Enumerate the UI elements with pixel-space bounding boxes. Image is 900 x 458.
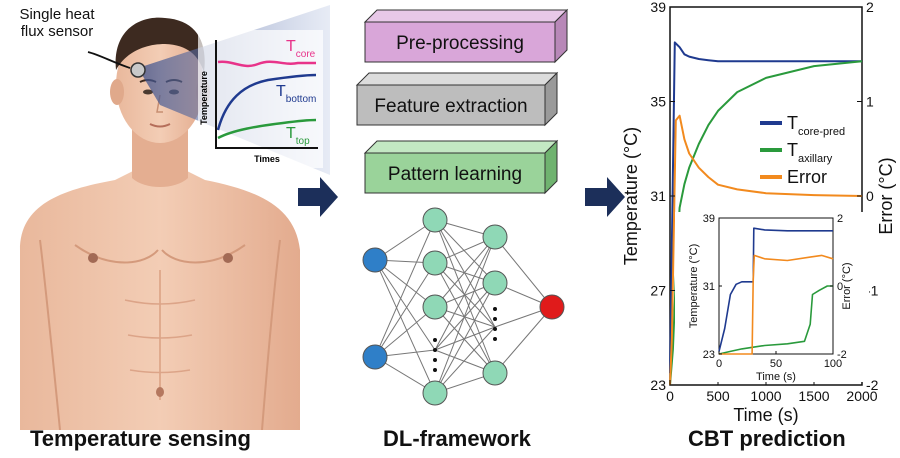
sketch-t-bottom-label: Tbottom — [276, 83, 316, 105]
box-pre-processing: Pre-processing — [363, 8, 569, 64]
neural-network-diagram — [362, 207, 565, 406]
x-axis-label: Time (s) — [756, 371, 796, 383]
nn-input-node — [362, 344, 388, 370]
y2-tick-label: -2 — [866, 377, 879, 393]
x-tick-label: 1000 — [750, 388, 781, 404]
dl-boxes: Pre-processing Feature extraction Patter… — [355, 8, 569, 195]
y-tick-label: 27 — [650, 282, 666, 298]
nn-hidden-node — [422, 207, 448, 233]
flow-arrow-1 — [298, 177, 338, 217]
x-tick-label: 2000 — [846, 388, 877, 404]
nn-ellipsis-dots — [433, 307, 497, 372]
sketch-xlabel: Times — [254, 154, 280, 164]
y-tick-label: 35 — [650, 93, 666, 109]
y2-tick-label: 2 — [866, 0, 874, 15]
sketch-t-core-curve — [217, 60, 316, 68]
flow-arrow-1-shape — [298, 177, 338, 217]
caption-temperature-sensing: Temperature sensing — [30, 426, 251, 451]
y2-axis-label: Error (°C) — [876, 157, 896, 234]
box-feature-extraction-label: Feature extraction — [374, 96, 527, 117]
series-line-2 — [669, 114, 863, 386]
nn-hidden-node — [422, 250, 448, 276]
sensor-label-line2: flux sensor — [20, 23, 94, 40]
series-line-1 — [718, 285, 833, 355]
y-tick-label: 23 — [650, 377, 666, 393]
x-tick-label: 0 — [716, 358, 722, 370]
y-axis-label: Temperature (°C) — [621, 127, 641, 265]
flow-arrow-2 — [585, 177, 625, 217]
flow-arrow-2-shape — [585, 177, 625, 217]
caption-dl-framework: DL-framework — [383, 426, 531, 451]
legend-label: Tcore-pred — [787, 113, 845, 138]
nn-hidden-node — [482, 360, 508, 386]
sketch-t-bottom-curve — [216, 73, 317, 131]
sketch-t-top-label: Ttop — [286, 125, 310, 147]
caption-cbt-prediction: CBT prediction — [688, 426, 846, 451]
box-pattern-learning: Pattern learning — [363, 139, 559, 195]
nn-hidden-node — [482, 270, 508, 296]
temperature-sensing-panel: Single heat flux sensor Temperature Time… — [0, 0, 340, 458]
nn-input-node — [362, 247, 388, 273]
legend-label: Taxillary — [787, 140, 833, 165]
y2-tick-label: 0 — [866, 188, 874, 204]
y2-tick-label: -2 — [837, 349, 847, 361]
x-tick-label: 1500 — [798, 388, 829, 404]
sketch-ylabel: Temperature — [199, 71, 209, 125]
y2-tick-label: 2 — [837, 213, 843, 225]
nn-connections — [374, 219, 553, 394]
y-axis-label: Temperature (°C) — [688, 244, 700, 328]
heat-flux-sensor-dot — [130, 62, 146, 78]
y2-tick-label: 0 — [837, 281, 843, 293]
x-tick-label: 0 — [666, 388, 674, 404]
y2-tick-label: -1 — [866, 282, 879, 298]
box-pre-processing-label: Pre-processing — [396, 33, 524, 54]
nn-output-node — [539, 294, 565, 320]
sketch-t-core-label: Tcore — [286, 38, 316, 60]
x-tick-label: 100 — [824, 358, 842, 370]
box-feature-extraction: Feature extraction — [355, 71, 559, 127]
y2-axis-label: Error (°C) — [841, 262, 853, 309]
sensor-label: Single heat flux sensor — [2, 6, 112, 40]
sketch-axes — [215, 40, 318, 149]
plot-frame — [718, 217, 834, 355]
x-axis-label: Time (s) — [733, 405, 798, 425]
series-line-0 — [669, 41, 862, 374]
y-tick-label: 39 — [650, 0, 666, 15]
y-tick-label: 31 — [650, 188, 666, 204]
y-tick-label: 23 — [703, 349, 715, 361]
sketch-t-top-curve — [217, 118, 317, 140]
y-tick-label: 31 — [703, 281, 715, 293]
series-line-0 — [718, 227, 833, 352]
nn-hidden-node — [422, 380, 448, 406]
y-tick-label: 39 — [703, 213, 715, 225]
sensor-temperature-sketch: Temperature Times Tcore Tbottom Ttop — [198, 30, 323, 168]
box-pattern-learning-label: Pattern learning — [388, 164, 522, 185]
series-line-2 — [719, 254, 834, 355]
dl-framework-panel: Pre-processing Feature extraction Patter… — [340, 0, 580, 458]
sensor-label-line1: Single heat — [19, 6, 95, 23]
x-tick-label: 500 — [706, 388, 730, 404]
legend-label: Error — [787, 167, 827, 187]
nn-hidden-node — [422, 294, 448, 320]
y2-tick-label: 1 — [866, 93, 874, 109]
x-tick-label: 50 — [770, 358, 782, 370]
nn-hidden-node — [482, 224, 508, 250]
